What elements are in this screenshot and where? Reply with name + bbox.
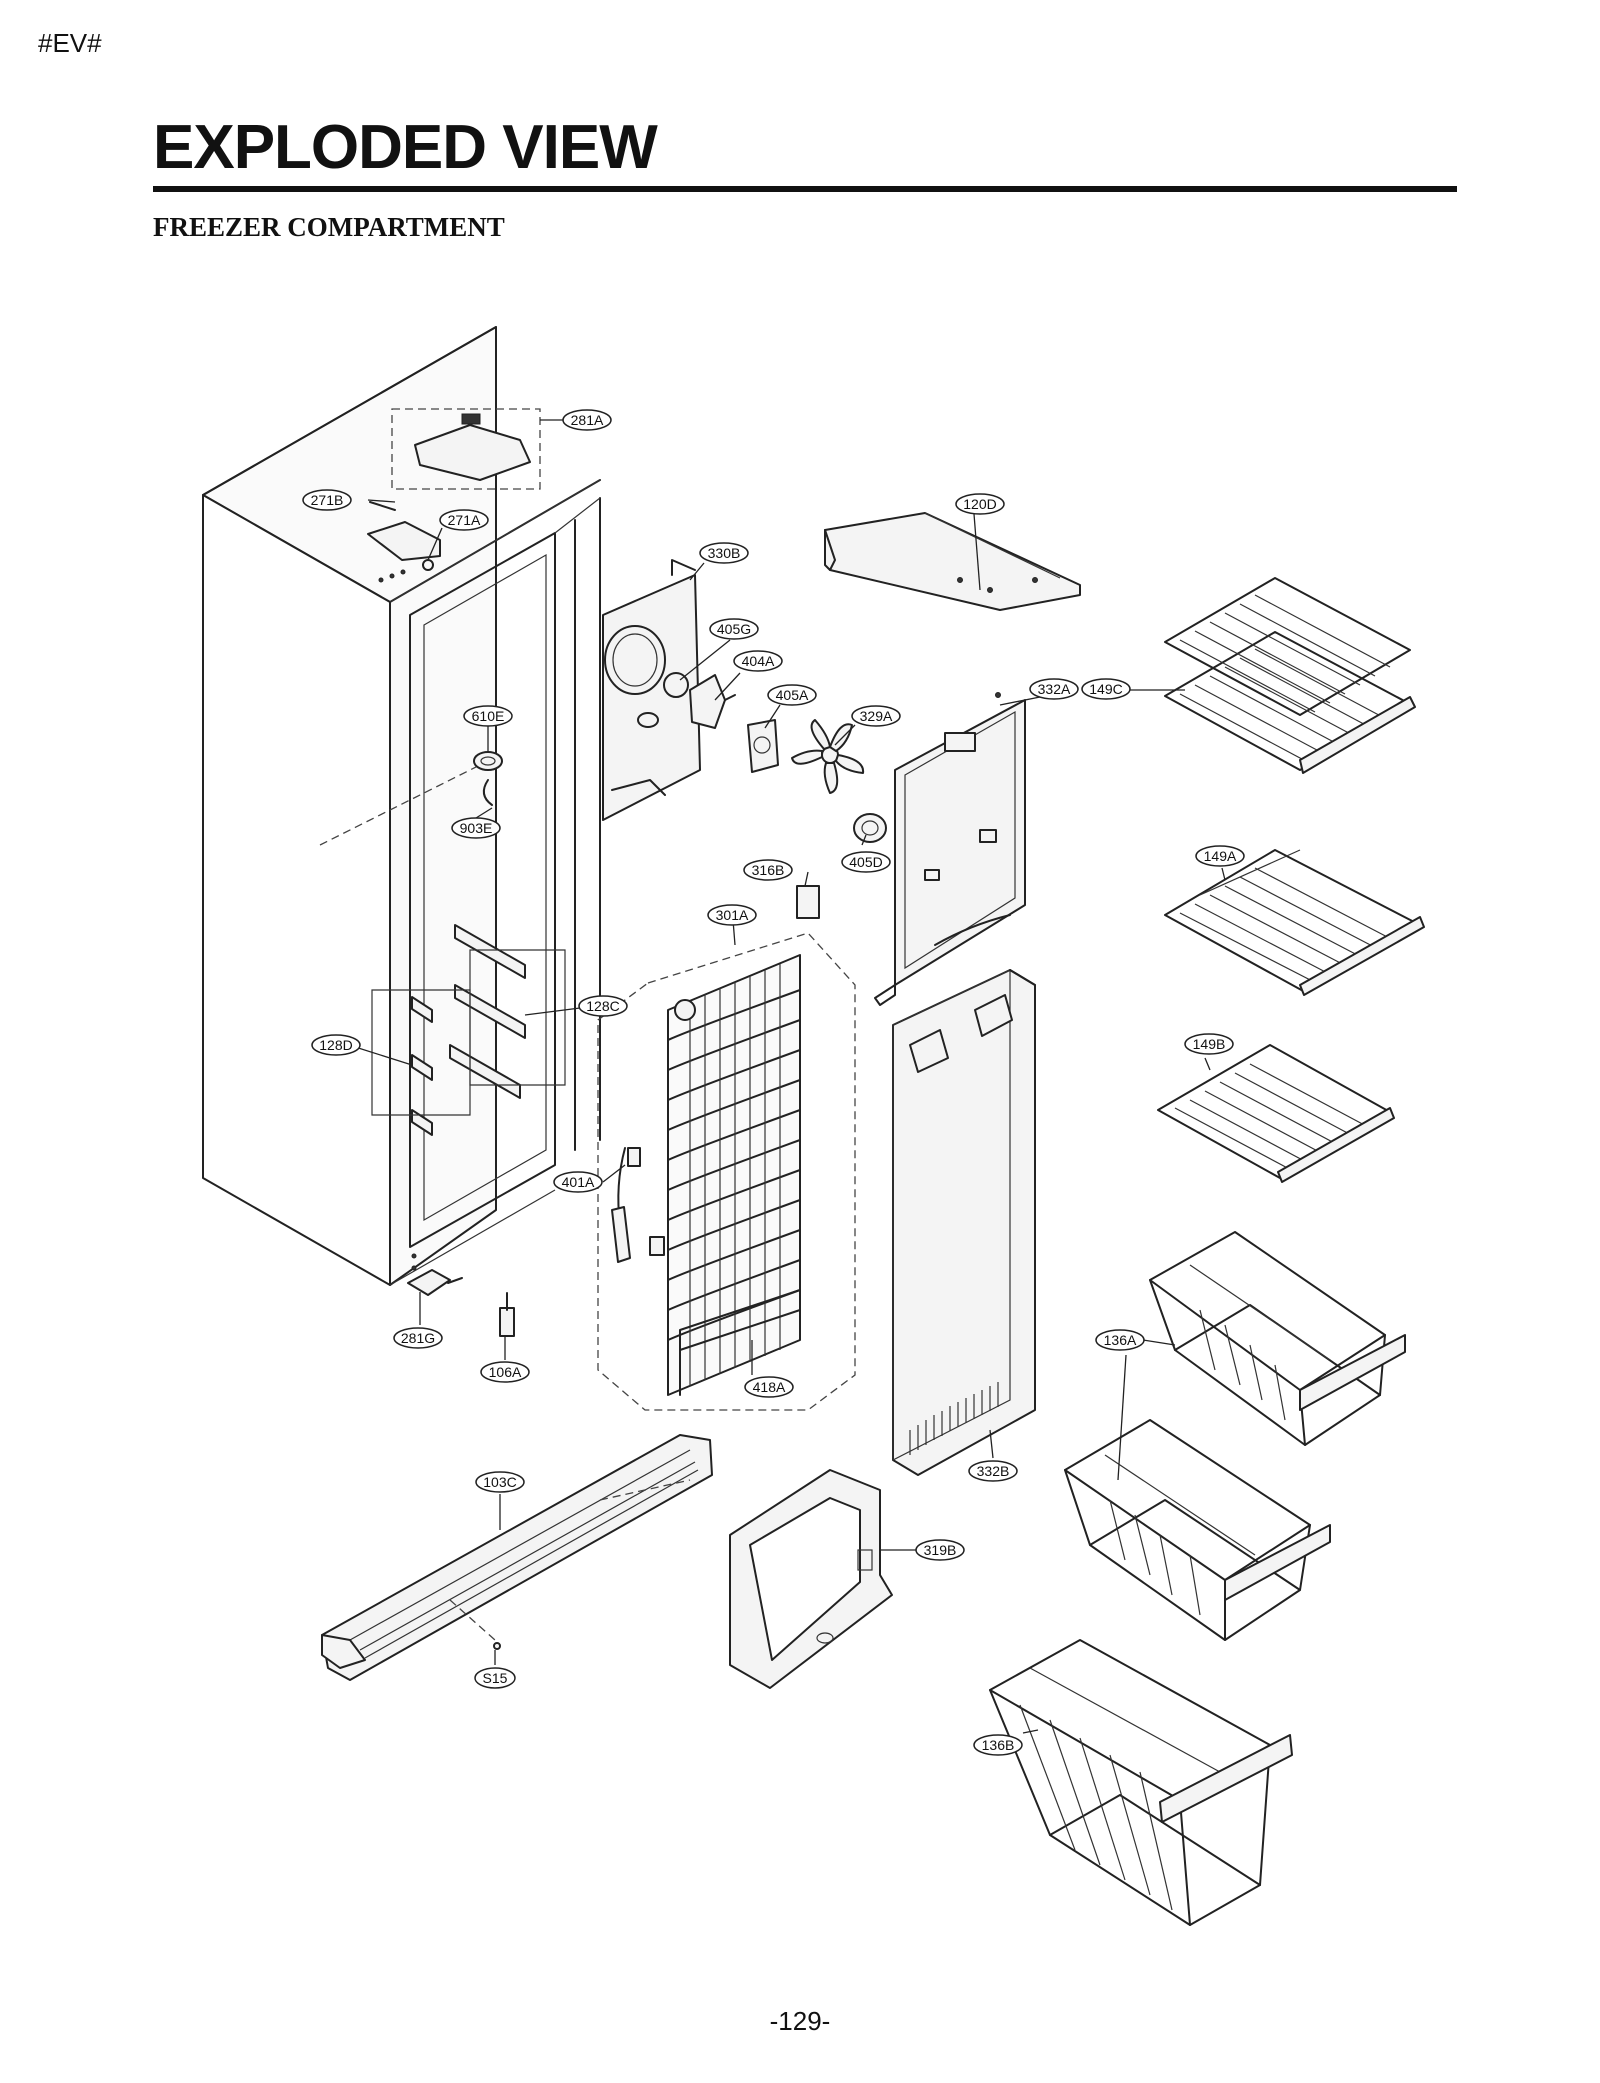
label-120D: 120D bbox=[955, 493, 1005, 515]
duct-120D bbox=[824, 512, 1081, 611]
label-281G: 281G bbox=[393, 1327, 443, 1349]
label-405A: 405A bbox=[767, 684, 817, 706]
svg-text:332A: 332A bbox=[1038, 681, 1071, 697]
drain-tray-319B bbox=[729, 1469, 893, 1689]
svg-text:281A: 281A bbox=[571, 412, 604, 428]
label-128C: 128C bbox=[578, 995, 628, 1017]
svg-text:271A: 271A bbox=[448, 512, 481, 528]
svg-text:332B: 332B bbox=[977, 1463, 1010, 1479]
label-281A: 281A bbox=[562, 409, 612, 431]
basket-136A-upper bbox=[1149, 1231, 1406, 1446]
label-418A: 418A bbox=[744, 1376, 794, 1398]
label-329A: 329A bbox=[851, 705, 901, 727]
label-106A: 106A bbox=[480, 1361, 530, 1383]
label-332B: 332B bbox=[968, 1460, 1018, 1482]
part-281G-106A bbox=[407, 1269, 515, 1337]
label-610E: 610E bbox=[463, 705, 513, 727]
svg-text:120D: 120D bbox=[963, 496, 996, 512]
title-rule bbox=[153, 186, 1457, 192]
svg-text:418A: 418A bbox=[753, 1379, 786, 1395]
label-316B: 316B bbox=[743, 859, 793, 881]
label-136A: 136A bbox=[1095, 1329, 1145, 1351]
svg-text:405D: 405D bbox=[849, 854, 882, 870]
page-title: EXPLODED VIEW bbox=[153, 113, 658, 182]
label-271A: 271A bbox=[439, 509, 489, 531]
evaporator-301A bbox=[597, 932, 856, 1411]
svg-text:128D: 128D bbox=[319, 1037, 352, 1053]
document-code: #EV# bbox=[38, 28, 102, 58]
svg-text:106A: 106A bbox=[489, 1364, 522, 1380]
label-330B: 330B bbox=[699, 542, 749, 564]
svg-text:405G: 405G bbox=[717, 621, 751, 637]
label-149C: 149C bbox=[1081, 678, 1131, 700]
svg-text:610E: 610E bbox=[472, 708, 505, 724]
label-S15: S15 bbox=[474, 1667, 516, 1689]
svg-text:319B: 319B bbox=[924, 1542, 957, 1558]
svg-text:301A: 301A bbox=[716, 907, 749, 923]
label-149B: 149B bbox=[1184, 1033, 1234, 1055]
fan-blade-329A bbox=[791, 719, 865, 794]
svg-text:136A: 136A bbox=[1104, 1332, 1137, 1348]
label-405G: 405G bbox=[709, 618, 759, 640]
page-number: -129- bbox=[769, 2006, 831, 2036]
svg-text:405A: 405A bbox=[776, 687, 809, 703]
basket-136B bbox=[989, 1639, 1293, 1926]
label-271B: 271B bbox=[302, 489, 352, 511]
part-316B bbox=[796, 885, 820, 919]
part-labels: 281A 271B 271A 120D 330B 405G 404A 405A … bbox=[302, 409, 1245, 1756]
label-149A: 149A bbox=[1195, 845, 1245, 867]
svg-text:401A: 401A bbox=[562, 1174, 595, 1190]
part-281A bbox=[391, 408, 541, 490]
svg-text:316B: 316B bbox=[752, 862, 785, 878]
shelf-149B bbox=[1157, 1044, 1395, 1183]
svg-text:149C: 149C bbox=[1089, 681, 1122, 697]
part-405D bbox=[853, 813, 887, 843]
svg-text:128C: 128C bbox=[586, 998, 619, 1014]
evaporator-fins bbox=[689, 964, 781, 1386]
label-319B: 319B bbox=[915, 1539, 965, 1561]
svg-text:281G: 281G bbox=[401, 1330, 435, 1346]
label-103C: 103C bbox=[475, 1471, 525, 1493]
svg-text:404A: 404A bbox=[742, 653, 775, 669]
cover-panel-332A bbox=[874, 692, 1026, 1006]
label-301A: 301A bbox=[707, 904, 757, 926]
evaporator-coils bbox=[667, 989, 801, 1341]
rail-103C bbox=[321, 1434, 713, 1681]
label-903E: 903E bbox=[451, 817, 501, 839]
label-128D: 128D bbox=[311, 1034, 361, 1056]
part-271 bbox=[367, 501, 441, 571]
label-401A: 401A bbox=[553, 1171, 603, 1193]
svg-text:271B: 271B bbox=[311, 492, 344, 508]
shelf-rails bbox=[371, 924, 566, 1136]
label-404A: 404A bbox=[733, 650, 783, 672]
svg-text:149A: 149A bbox=[1204, 848, 1237, 864]
svg-text:149B: 149B bbox=[1193, 1036, 1226, 1052]
fan-housing-330B bbox=[602, 559, 701, 821]
label-136B: 136B bbox=[973, 1734, 1023, 1756]
svg-text:103C: 103C bbox=[483, 1474, 516, 1490]
svg-text:S15: S15 bbox=[483, 1670, 508, 1686]
svg-text:136B: 136B bbox=[982, 1737, 1015, 1753]
label-332A: 332A bbox=[1029, 678, 1079, 700]
shelf-149A bbox=[1164, 849, 1425, 996]
leader-lines bbox=[351, 419, 1226, 1734]
section-subtitle: FREEZER COMPARTMENT bbox=[153, 212, 505, 242]
svg-text:903E: 903E bbox=[460, 820, 493, 836]
vent-slots bbox=[909, 1382, 999, 1455]
cover-panel-332B bbox=[892, 969, 1036, 1476]
basket-136A-lower bbox=[1064, 1419, 1331, 1641]
shelf-149C bbox=[1164, 577, 1416, 774]
label-405D: 405D bbox=[841, 851, 891, 873]
svg-text:330B: 330B bbox=[708, 545, 741, 561]
svg-text:329A: 329A bbox=[860, 708, 893, 724]
